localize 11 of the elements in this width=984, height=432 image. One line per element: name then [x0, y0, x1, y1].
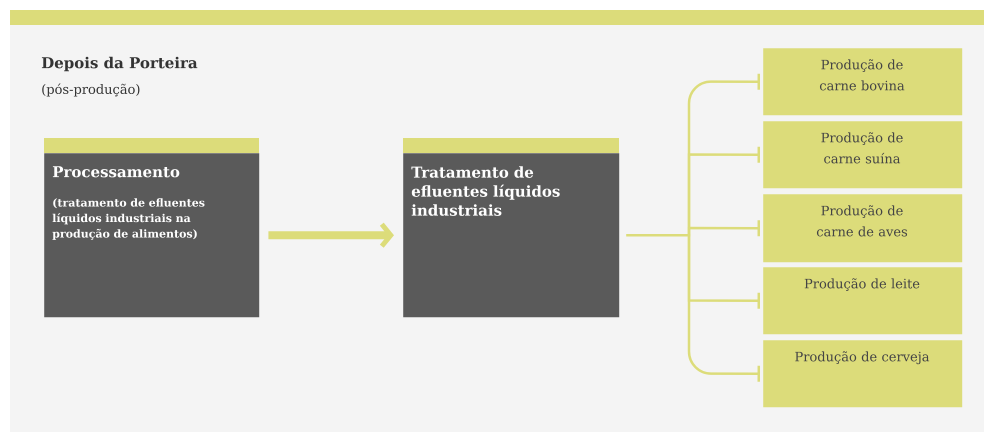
process-box: Tratamento de efluentes líquidos industriais	[403, 138, 620, 318]
subtitle: (pós-produção)	[42, 83, 140, 97]
process-box: Processamento (tratamento de efluentes líquidos industriais na produção de alimentos)	[44, 138, 260, 318]
category-box: Produção de carne bovina	[763, 48, 962, 116]
arrow	[268, 222, 394, 248]
connector-line	[626, 234, 760, 382]
category-box: Produção de cerveja	[763, 340, 962, 408]
category-box: Produção de leite	[763, 267, 962, 334]
category-box: Produção de carne suína	[763, 121, 962, 188]
category-box: Produção de carne de aves	[763, 194, 962, 262]
title: Depois da Porteira	[42, 56, 198, 72]
